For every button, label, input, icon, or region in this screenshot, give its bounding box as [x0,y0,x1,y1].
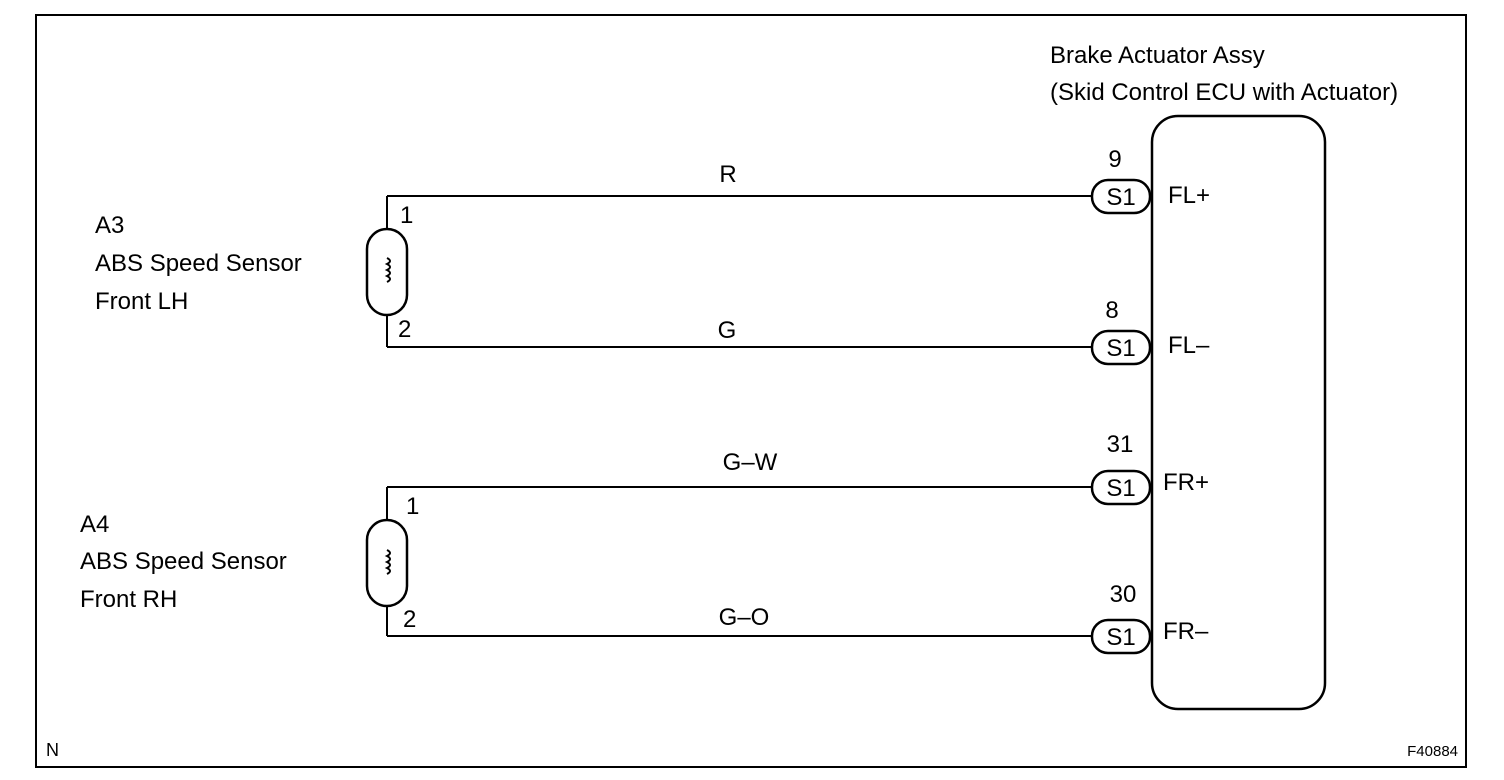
sensor-a3-coil-icon [384,257,391,283]
wire-g-w-color: G–W [723,449,778,476]
sensor-a3-name: ABS Speed Sensor [95,250,302,277]
sensor-a4-coil-icon [384,549,391,575]
ecu-title-line2: (Skid Control ECU with Actuator) [1050,79,1398,106]
wire-g-o-pin: 30 [1110,581,1137,608]
wire-g-color: G [718,317,737,344]
sensor-a4-side: Front RH [80,586,177,613]
wire-g-o-connector [1090,618,1152,655]
sensor-a3: A3 ABS Speed Sensor Front LH 1 2 [95,196,413,347]
wire-g-connector [1090,329,1152,366]
sensor-a3-pin-bottom: 2 [398,316,411,343]
wire-g-connector-label: S1 [1106,335,1135,362]
wire-g-terminal: FL– [1168,332,1210,359]
sensor-a3-pin-top: 1 [400,202,413,229]
wire-r-terminal: FL+ [1168,182,1210,209]
wire-g-o-color: G–O [719,604,770,631]
wire-g: G 8 S1 FL– [387,297,1210,366]
wire-g-o-terminal: FR– [1163,618,1209,645]
sensor-a3-body [365,227,409,317]
wire-r: R 9 S1 FL+ [387,146,1210,215]
wire-r-connector [1090,178,1152,215]
wire-g-w: G–W 31 S1 FR+ [387,431,1209,506]
sensor-a3-side: Front LH [95,288,188,315]
ecu-title-line1: Brake Actuator Assy [1050,42,1265,69]
sensor-a4-code: A4 [80,511,109,538]
wire-g-w-connector-label: S1 [1106,475,1135,502]
diagram-frame [35,14,1467,768]
corner-left-label: N [46,740,59,760]
sensor-a4-pin-bottom: 2 [403,606,416,633]
wire-g-w-terminal: FR+ [1163,469,1209,496]
wire-g-w-pin: 31 [1107,431,1134,458]
sensor-a4: A4 ABS Speed Sensor Front RH 1 2 [80,487,419,636]
wire-r-pin: 9 [1108,146,1121,173]
ecu-box [1150,114,1327,711]
wire-r-color: R [719,161,736,188]
sensor-a4-name: ABS Speed Sensor [80,548,287,575]
sensor-a3-code: A3 [95,212,124,239]
wire-g-o: G–O 30 S1 FR– [387,581,1209,655]
wire-g-w-connector [1090,469,1152,506]
wire-r-connector-label: S1 [1106,184,1135,211]
wire-g-pin: 8 [1105,297,1118,324]
wire-g-o-connector-label: S1 [1106,624,1135,651]
figure-code: F40884 [1407,743,1458,760]
sensor-a4-pin-top: 1 [406,493,419,520]
